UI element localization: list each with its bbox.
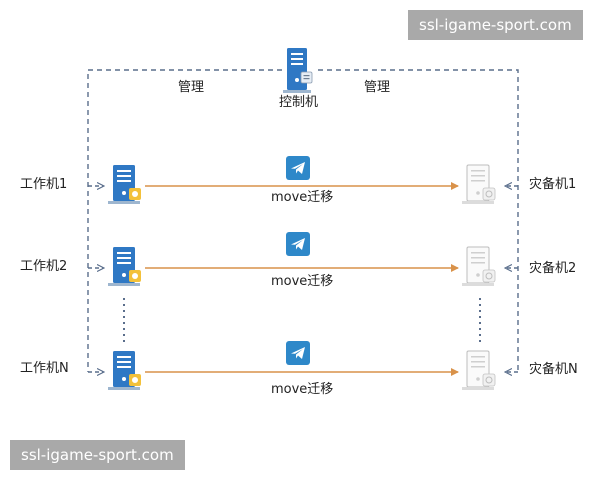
action-label-1: move迁移 [271,190,334,205]
manage-right-label: 管理 [364,80,391,95]
worker-server-2-icon [108,247,141,286]
manage-left-label: 管理 [178,80,205,95]
send-icon-N [286,341,310,365]
watermark-top: ssl-igame-sport.com [408,10,583,40]
standby-label-1: 灾备机1 [529,177,577,192]
watermark-bottom: ssl-igame-sport.com [10,440,185,470]
worker-label-2: 工作机2 [20,259,68,274]
worker-label-N: 工作机N [20,361,69,376]
management-frame-right [318,69,519,372]
controller-server-icon [283,48,313,93]
worker-label-1: 工作机1 [20,177,68,192]
standby-label-2: 灾备机2 [529,261,577,276]
worker-server-1-icon [108,165,141,204]
standby-server-1-icon [462,164,496,204]
controller-label: 控制机 [279,95,319,110]
management-frame-left [87,69,282,372]
standby-server-2-icon [462,246,496,286]
send-icon-2 [286,232,310,256]
action-label-2: move迁移 [271,274,334,289]
worker-server-N-icon [108,351,141,390]
send-icon-1 [286,156,310,180]
action-label-N: move迁移 [271,382,334,397]
standby-label-N: 灾备机N [529,362,578,377]
standby-server-N-icon [462,350,496,390]
